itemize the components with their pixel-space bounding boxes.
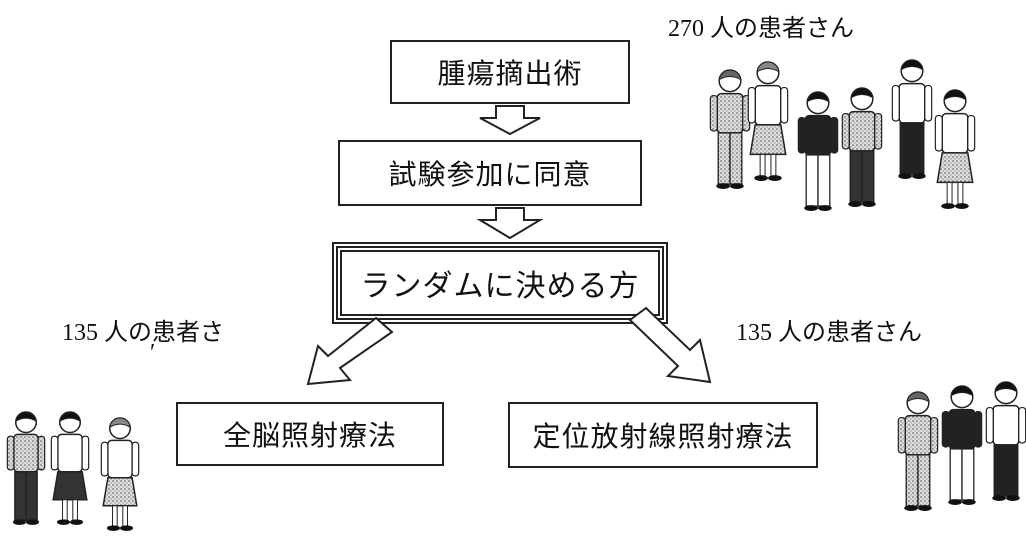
person-icon [747,61,789,181]
left-mark: ′ [150,340,156,366]
stereotactic-box: 定位放射線照射療法 [508,402,818,468]
right-branch-arrow-icon [628,306,712,384]
down-arrow-1-icon [479,105,541,136]
consent-box: 試験参加に同意 [338,140,642,206]
left-count: 135 [62,320,98,346]
stereotactic-label: 定位放射線照射療法 [532,420,794,453]
total-count: 270 [668,16,704,42]
consent-label: 試験参加に同意 [388,158,592,191]
person-icon [709,69,751,189]
left-branch-arrow-icon [306,316,394,386]
surgery-label: 腫瘍摘出術 [437,57,583,90]
person-icon [941,385,983,505]
person-icon [897,391,939,511]
randomize-box: ランダムに決める方 [332,242,668,324]
whole-brain-box: 全脳照射療法 [176,402,444,466]
right-count: 135 [736,320,772,346]
person-icon [100,417,140,531]
left-stray-mark: ′ [150,340,155,367]
person-icon [841,87,883,207]
left-count-suffix: 人の患者さ [104,320,224,346]
surgery-box: 腫瘍摘出術 [390,40,630,104]
person-icon [934,89,976,209]
randomize-label: ランダムに決める方 [360,269,640,304]
person-icon [6,411,46,525]
total-count-suffix: 人の患者さん [710,16,854,42]
down-arrow-2-icon [476,207,544,240]
person-icon [891,59,933,179]
person-icon [50,411,90,525]
whole-brain-label: 全脳照射療法 [222,419,397,452]
right-count-suffix: 人の患者さん [778,320,922,346]
person-icon [985,381,1026,501]
person-icon [797,91,839,211]
